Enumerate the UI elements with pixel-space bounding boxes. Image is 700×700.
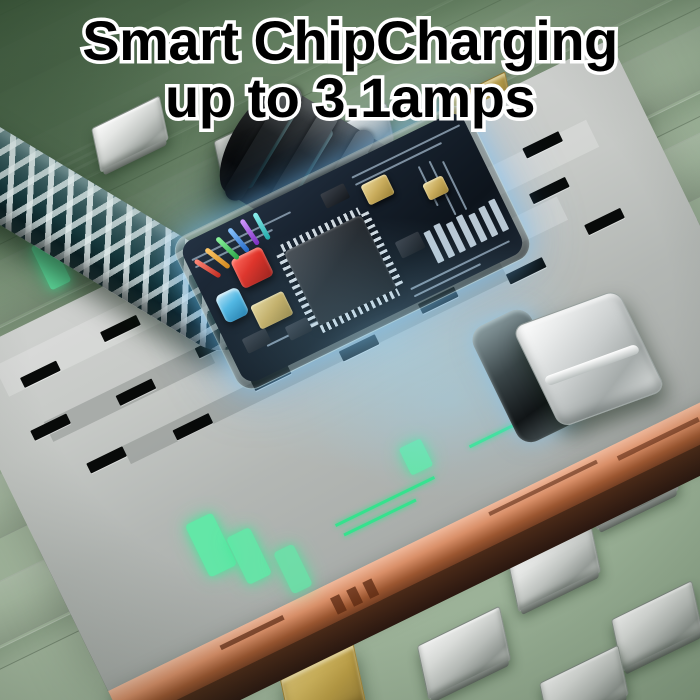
- headline: Smart ChipCharging up to 3.1amps: [0, 8, 700, 130]
- headline-line-2: up to 3.1amps: [161, 65, 539, 130]
- headline-line-1: Smart ChipCharging: [79, 8, 622, 72]
